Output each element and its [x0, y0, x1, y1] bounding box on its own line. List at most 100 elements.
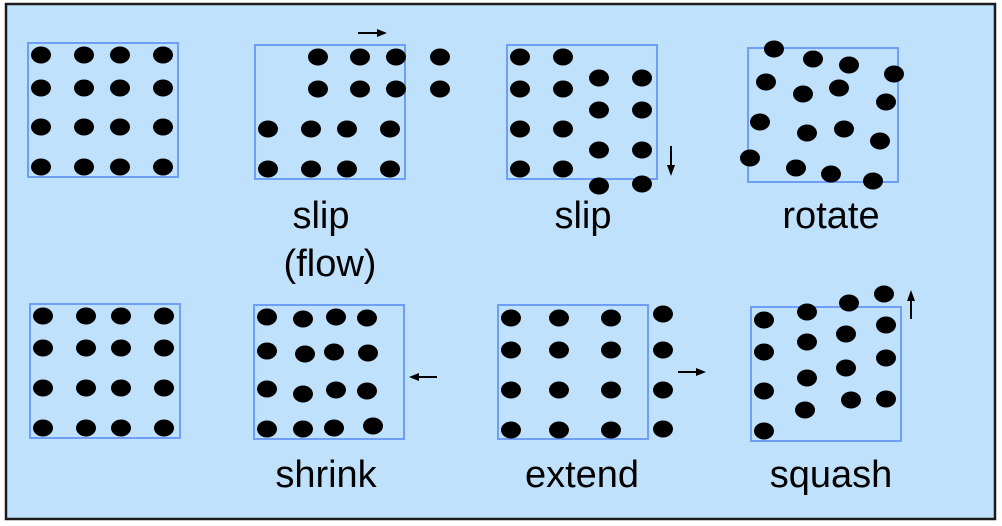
particle-dot: [786, 159, 806, 177]
particle-dot: [553, 80, 573, 98]
particle-dot: [358, 344, 378, 362]
particle-dot: [380, 160, 400, 178]
particle-dot: [386, 48, 406, 66]
particle-dot: [293, 310, 313, 328]
particle-dot: [301, 120, 321, 138]
particle-dot: [76, 339, 96, 357]
particle-dot: [501, 341, 521, 359]
particle-dot: [74, 118, 94, 136]
particle-dot: [510, 120, 530, 138]
particle-dot: [836, 359, 856, 377]
particle-dot: [326, 381, 346, 399]
dots-slip-flow: [258, 48, 450, 178]
particle-dot: [754, 343, 774, 361]
particle-dot: [74, 79, 94, 97]
particle-dot: [293, 385, 313, 403]
particle-dot: [154, 339, 174, 357]
particle-dot: [601, 381, 621, 399]
particle-dot: [589, 141, 609, 159]
particle-dot: [601, 309, 621, 327]
particle-dot: [829, 79, 849, 97]
particle-dot: [632, 175, 652, 193]
dots-rotate: [740, 40, 904, 190]
particle-dot: [756, 73, 776, 91]
dots-reference-top: [31, 46, 173, 176]
particle-dot: [876, 390, 896, 408]
particle-dot: [386, 80, 406, 98]
particle-dot: [110, 79, 130, 97]
particle-dot: [110, 118, 130, 136]
particle-dot: [632, 141, 652, 159]
particle-dot: [793, 85, 813, 103]
particle-dot: [510, 160, 530, 178]
particle-dot: [884, 65, 904, 83]
label-slip-flow: slip: [292, 195, 349, 237]
particle-dot: [754, 311, 774, 329]
particle-dot: [430, 48, 450, 66]
particle-dot: [601, 421, 621, 439]
particle-dot: [31, 118, 51, 136]
box-squash: [750, 306, 902, 442]
particle-dot: [357, 309, 377, 327]
label-shrink: shrink: [275, 454, 377, 496]
box-extend: [497, 304, 649, 440]
particle-dot: [337, 160, 357, 178]
particle-dot: [549, 341, 569, 359]
particle-dot: [839, 294, 859, 312]
particle-dot: [430, 80, 450, 98]
particle-dot: [797, 369, 817, 387]
particle-dot: [553, 160, 573, 178]
label-slip-flow-sub: (flow): [284, 243, 377, 285]
particle-dot: [295, 345, 315, 363]
particle-dot: [308, 80, 328, 98]
left-arrow-icon: [409, 373, 437, 381]
particle-dot: [110, 158, 130, 176]
particle-dot: [797, 124, 817, 142]
particle-dot: [764, 40, 784, 58]
particle-dot: [153, 118, 173, 136]
particle-dot: [33, 419, 53, 437]
particle-dot: [841, 391, 861, 409]
particle-dot: [653, 381, 673, 399]
particle-dot: [740, 149, 760, 167]
particle-dot: [653, 420, 673, 438]
particle-dot: [111, 307, 131, 325]
particle-dot: [589, 177, 609, 195]
dots-squash: [754, 285, 896, 440]
particle-dot: [501, 421, 521, 439]
particle-dot: [632, 69, 652, 87]
right-arrow-icon: [678, 368, 706, 376]
particle-dot: [153, 79, 173, 97]
particle-dot: [154, 379, 174, 397]
particle-dot: [549, 309, 569, 327]
particle-dot: [501, 309, 521, 327]
box-shrink: [253, 304, 405, 440]
particle-dot: [31, 46, 51, 64]
particle-dot: [876, 93, 896, 111]
particle-dot: [326, 308, 346, 326]
particle-dot: [257, 380, 277, 398]
label-slip: slip: [554, 195, 611, 237]
particle-dot: [33, 339, 53, 357]
particle-dot: [876, 316, 896, 334]
particle-dot: [653, 305, 673, 323]
particle-dot: [33, 307, 53, 325]
particle-dot: [653, 341, 673, 359]
particle-dot: [74, 158, 94, 176]
particle-dot: [111, 379, 131, 397]
down-arrow-icon: [667, 146, 675, 176]
particle-dot: [301, 160, 321, 178]
particle-dot: [257, 308, 277, 326]
particle-dot: [836, 325, 856, 343]
label-extend: extend: [525, 454, 639, 496]
particle-dot: [589, 69, 609, 87]
particle-dot: [154, 419, 174, 437]
particle-dot: [821, 165, 841, 183]
particle-dot: [754, 422, 774, 440]
particle-dot: [863, 172, 883, 190]
box-reference-bottom: [29, 303, 181, 439]
particle-dot: [549, 421, 569, 439]
particle-dot: [589, 101, 609, 119]
particle-dot: [874, 285, 894, 303]
dots-slip: [510, 48, 652, 195]
